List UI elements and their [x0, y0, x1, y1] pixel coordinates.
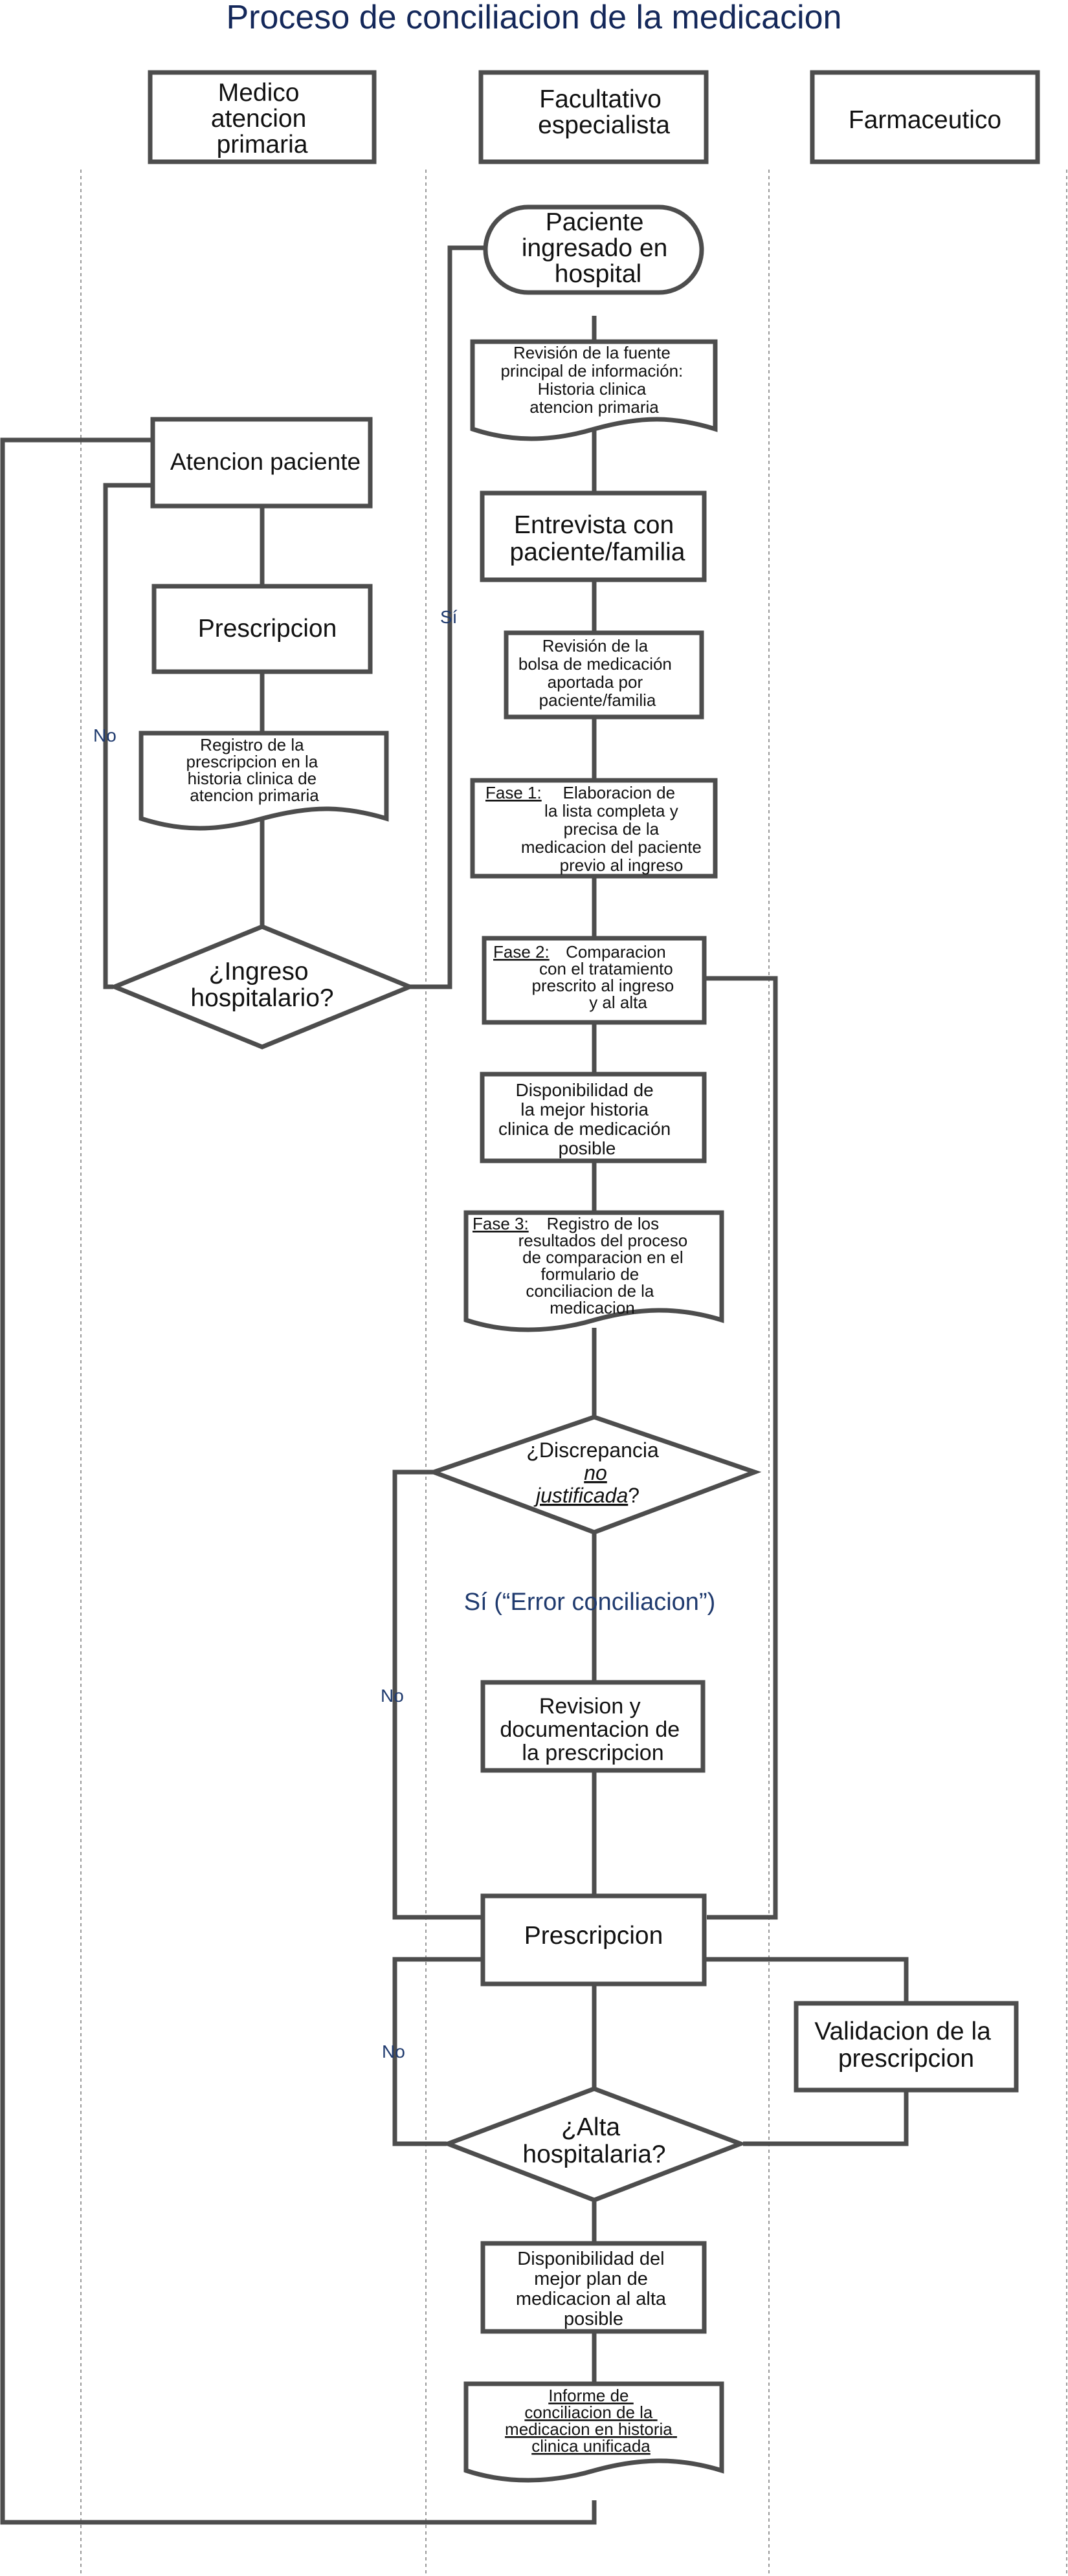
svg-text:Revisión de la bolsa de: Revisión de la bolsa de medicación aport…: [518, 636, 676, 710]
node-prescripcion-especialista: Prescripcion: [480, 1893, 707, 1987]
node-disponibilidad-historia: Disponibilidad de la mejor historia clin…: [480, 1072, 707, 1163]
node-prescripcion-atencion-primaria: Prescripcion: [151, 584, 373, 674]
node-entrevista: Entrevista con paciente/familia: [480, 490, 707, 582]
node-revision-bolsa: Revisión de la bolsa de medicación aport…: [504, 630, 704, 720]
edge-label-si-error: Sí (“Error conciliacion”): [464, 1589, 716, 1616]
node-registro-atencion-primaria: Registro de la prescripcion en la histor…: [139, 731, 389, 831]
edge-label-no-alta: No: [382, 2042, 405, 2062]
node-revision-documentacion: Revision y documentacion de la prescripc…: [480, 1680, 706, 1773]
svg-text:Medico atencion pr: Medico atencion primaria: [211, 79, 313, 159]
svg-text:Disponibilidad del mejor: Disponibilidad del mejor plan de medicac…: [516, 2249, 671, 2329]
svg-text:justificada?: justificada?: [533, 1484, 640, 1507]
svg-text:Entrevista con paciente/: Entrevista con paciente/familia: [510, 511, 685, 566]
node-fase-2: Fase 2: Comparacion con el tratamiento p…: [482, 936, 707, 1025]
svg-text:Prescripcion: Prescripcion: [198, 615, 337, 643]
svg-text:Revision y documentacion: Revision y documentacion de la prescripc…: [500, 1694, 685, 1765]
node-validacion: Validacion de la prescripcion: [794, 2001, 1019, 2093]
svg-text:¿Ingreso hospitalario?: ¿Ingreso hospitalario?: [190, 958, 333, 1012]
svg-text:¿Alta hospitalaria?: ¿Alta hospitalaria?: [522, 2113, 665, 2168]
node-fase-3: Fase 3: Registro de los resultados del p…: [463, 1210, 724, 1332]
lane-header-medico-atencion-primaria: Medico atencion primaria: [148, 70, 377, 164]
node-discrepancia-decision: ¿Discrepancia no justificada?: [427, 1415, 762, 1535]
svg-text:Revisión de la fuente pr: Revisión de la fuente principal de infor…: [500, 343, 687, 417]
edge-label-si-ingreso: Sí: [440, 607, 458, 627]
node-disponibilidad-plan: Disponibilidad del mejor plan de medicac…: [480, 2241, 707, 2334]
svg-text:Atencion paciente: Atencion paciente: [170, 448, 361, 475]
svg-text:Elaboracion de la lista: Elaboracion de la lista completa y preci…: [521, 783, 706, 875]
svg-text:Comparacion con el trata: Comparacion con el tratamiento prescrito…: [532, 942, 679, 1012]
svg-text:Registro de los resultad: Registro de los resultados del proceso d…: [518, 1214, 693, 1317]
svg-text:Facultativo especialista: Facultativo especialista: [538, 85, 670, 139]
svg-text:Validacion de la prescri: Validacion de la prescripcion: [814, 2018, 997, 2073]
svg-text:Fase 1:: Fase 1:: [485, 783, 542, 802]
svg-text:Registro de la prescripc: Registro de la prescripcion en la histor…: [186, 735, 322, 805]
diagram-title: Proceso de conciliacion de la medicacion: [227, 0, 842, 36]
svg-text:Fase 2:: Fase 2:: [493, 942, 550, 962]
lane-header-farmaceutico: Farmaceutico: [810, 70, 1040, 164]
connectors: [0, 245, 909, 2525]
node-alta-hospitalaria-decision: ¿Alta hospitalaria?: [441, 2086, 747, 2203]
lane-header-facultativo-especialista: Facultativo especialista: [478, 70, 709, 164]
svg-text:Disponibilidad de la mej: Disponibilidad de la mejor historia clin…: [498, 1080, 676, 1158]
node-atencion-paciente: Atencion paciente: [150, 417, 373, 509]
node-revision-fuente: Revisión de la fuente principal de infor…: [470, 339, 718, 441]
svg-text:Farmaceutico: Farmaceutico: [849, 106, 1001, 134]
svg-text:¿Discrepancia no: ¿Discrepancia no: [526, 1438, 664, 1484]
edge-label-no-discrepancia: No: [381, 1686, 404, 1706]
edge-label-no-ingreso: No: [93, 725, 117, 745]
node-paciente-ingresado: Paciente ingresado en hospital: [483, 204, 704, 295]
svg-text:Fase 3:: Fase 3:: [473, 1214, 529, 1233]
svg-text:Prescripcion: Prescripcion: [524, 1922, 663, 1950]
node-ingreso-hospitalario-decision: ¿Ingreso hospitalario?: [108, 924, 416, 1050]
svg-text:Paciente ingresado en: Paciente ingresado en hospital: [522, 208, 674, 288]
svg-text:Informe de conciliacion: Informe de conciliacion de la medicacion…: [505, 2386, 677, 2456]
node-fase-1: Fase 1: Elaboracion de la lista completa…: [470, 778, 718, 879]
node-informe: Informe de conciliacion de la medicacion…: [463, 2381, 724, 2483]
